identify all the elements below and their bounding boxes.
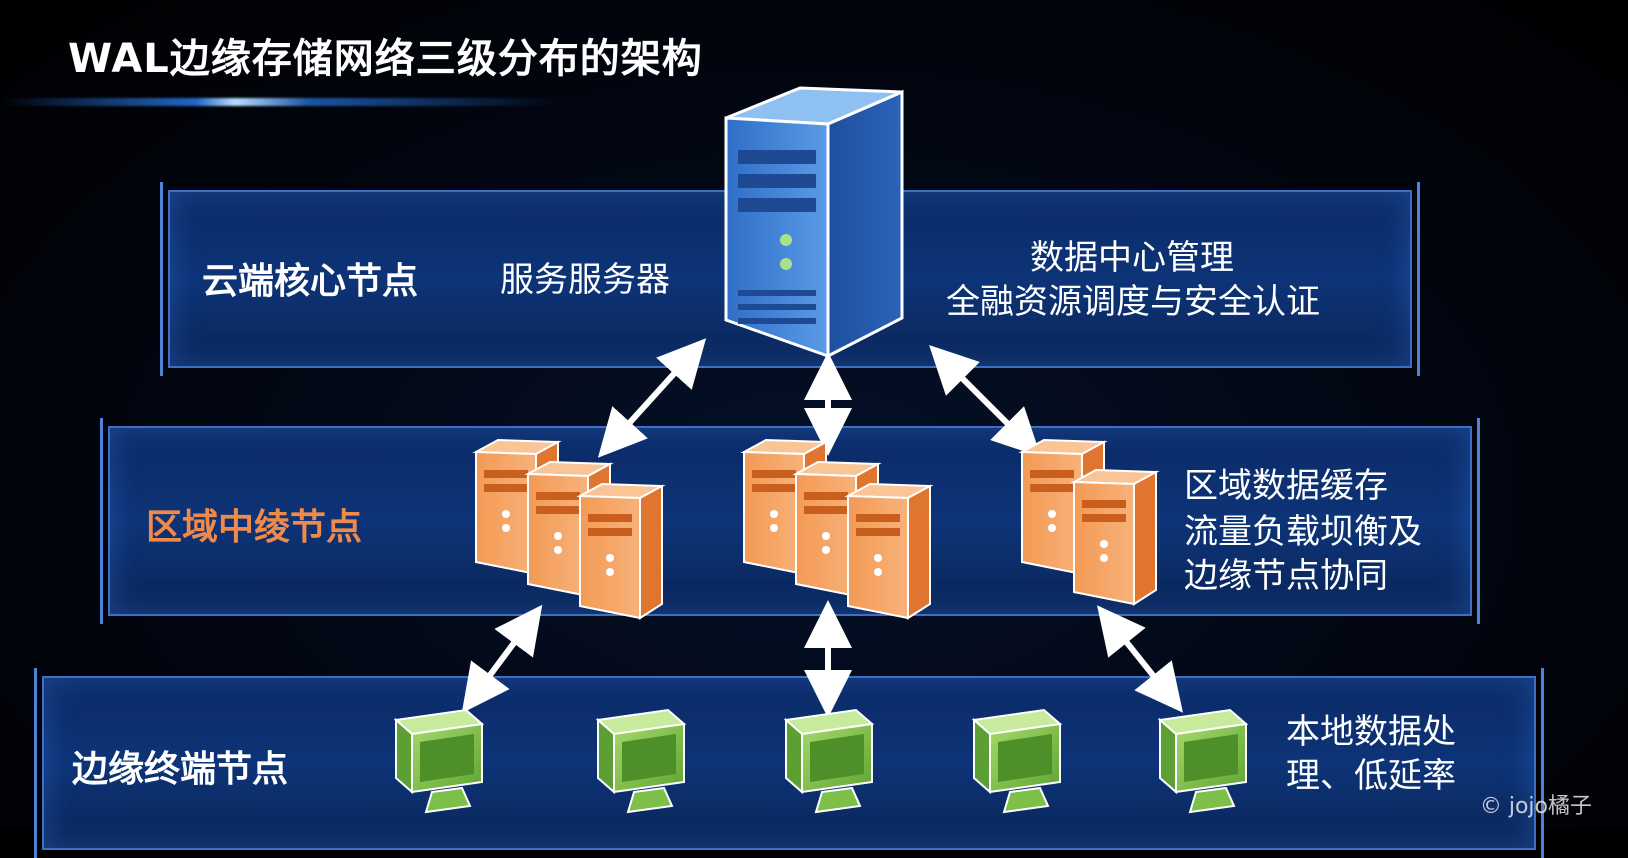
edge-monitor-icon-1	[393, 708, 485, 814]
region-desc-line2: 流量负载坝衡及	[1184, 512, 1422, 552]
arrow-region-edge-right	[1097, 605, 1183, 713]
region-band-left-bracket	[100, 418, 117, 624]
cloud-tier-label: 云端核心节点	[202, 261, 419, 302]
edge-monitor-icon-5	[1157, 708, 1249, 814]
region-desc-line3: 边缘节点协同	[1184, 556, 1388, 596]
region-server-group-right	[1018, 438, 1160, 606]
edge-monitor-icon-4	[971, 708, 1063, 814]
title-underline-glow	[0, 98, 560, 106]
edge-band-right-bracket	[1527, 668, 1544, 858]
edge-tier-label: 边缘终端节点	[72, 749, 289, 790]
edge-monitor-icon-2	[595, 708, 687, 814]
cloud-desc-line1: 数据中心管理	[1030, 238, 1234, 278]
arrow-cloud-region-right	[929, 345, 1041, 457]
cloud-server-icon	[724, 86, 904, 359]
region-desc-line1: 区域数据缓存	[1184, 466, 1388, 506]
edge-desc-line2: 理、低延率	[1286, 756, 1456, 796]
region-band-right-bracket	[1463, 418, 1480, 624]
region-server-icon	[1070, 468, 1160, 606]
cloud-band-right-bracket	[1403, 182, 1420, 376]
region-server-icon	[844, 482, 934, 620]
cloud-desc-line2: 全融资源调度与安全认证	[946, 282, 1320, 322]
slide-title: WAL边缘存储网络三级分布的架构	[68, 36, 703, 82]
arrow-cloud-region-left	[597, 338, 707, 458]
region-server-group-center	[740, 438, 934, 620]
cloud-band-left-bracket	[160, 182, 177, 376]
region-server-group-left	[472, 438, 666, 620]
watermark: © jojo橘子	[1479, 794, 1592, 819]
edge-desc-line1: 本地数据处	[1286, 712, 1456, 752]
region-tier-label: 区域中绫节点	[146, 507, 363, 548]
diagram-graphics	[393, 86, 1249, 814]
cloud-server-label: 服务服务器	[500, 260, 670, 300]
edge-band-left-bracket	[34, 668, 51, 858]
region-server-icon	[576, 482, 666, 620]
arrow-region-edge-left	[461, 604, 543, 714]
edge-monitor-icon-3	[783, 708, 875, 814]
